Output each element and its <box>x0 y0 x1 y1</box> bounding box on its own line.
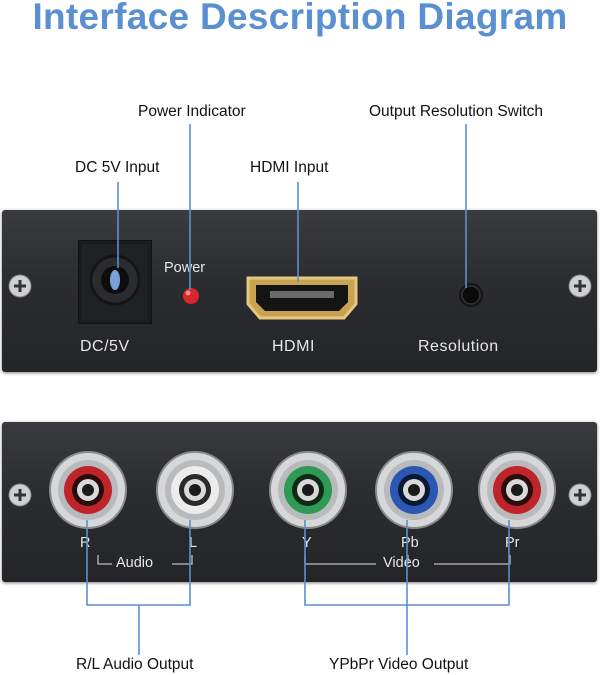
hdmi-label: HDMI <box>272 338 315 355</box>
hdmi-input-callout: HDMI Input <box>250 159 329 176</box>
port-label-l: L <box>189 535 198 551</box>
bottom-panel: R L Y Pb Pr Audio Video <box>2 422 597 582</box>
port-label-y: Y <box>302 535 312 551</box>
dc-input-callout: DC 5V Input <box>75 159 160 176</box>
power-indicator-callout: Power Indicator <box>138 103 246 120</box>
port-label-r: R <box>80 535 91 551</box>
power-label: Power <box>164 260 206 276</box>
screw-icon <box>568 483 592 507</box>
rca-red-audio-jack-icon[interactable] <box>48 450 128 530</box>
audio-output-label: R/L Audio Output <box>76 656 194 673</box>
top-panel: DC/5V Power HDMI Resolution <box>2 210 597 372</box>
screw-icon <box>8 483 32 507</box>
resolution-label: Resolution <box>418 338 499 355</box>
audio-group-label: Audio <box>116 555 154 571</box>
video-output-label: YPbPr Video Output <box>329 656 469 673</box>
rca-green-video-jack-icon[interactable] <box>268 450 348 530</box>
dc-jack-icon <box>78 240 152 324</box>
page-title: Interface Description Diagram <box>32 0 568 37</box>
screw-icon <box>568 274 592 298</box>
port-label-pb: Pb <box>401 535 419 551</box>
video-group-label: Video <box>383 555 420 571</box>
output-resolution-switch-callout: Output Resolution Switch <box>369 103 544 120</box>
rca-red-video-jack-icon[interactable] <box>477 450 557 530</box>
hdmi-port-icon[interactable] <box>244 274 360 322</box>
rca-blue-video-jack-icon[interactable] <box>374 450 454 530</box>
rca-white-audio-jack-icon[interactable] <box>155 450 235 530</box>
resolution-switch-icon[interactable] <box>458 282 484 308</box>
dc-label: DC/5V <box>80 338 130 355</box>
power-led-icon <box>183 288 199 304</box>
screw-icon <box>8 274 32 298</box>
